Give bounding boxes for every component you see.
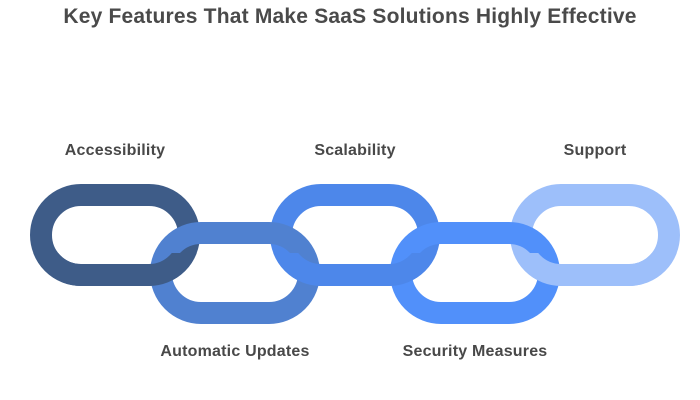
chain-label-support: Support [563, 142, 627, 159]
chain-link-scalability-weave [273, 253, 437, 286]
chain-link-accessibility-weave [33, 253, 197, 286]
diagram-title: Key Features That Make SaaS Solutions Hi… [63, 5, 637, 28]
chain-label-scalability: Scalability [314, 142, 396, 159]
chain-label-automatic-updates: Automatic Updates [160, 343, 310, 360]
chain-links-group [30, 184, 680, 324]
chain-link-security-measures [390, 222, 560, 324]
chain-link-support-weave [513, 253, 677, 286]
chain-link-automatic-updates [150, 222, 320, 324]
chain-label-accessibility: Accessibility [64, 142, 166, 159]
chain-label-security-measures: Security Measures [402, 343, 548, 360]
